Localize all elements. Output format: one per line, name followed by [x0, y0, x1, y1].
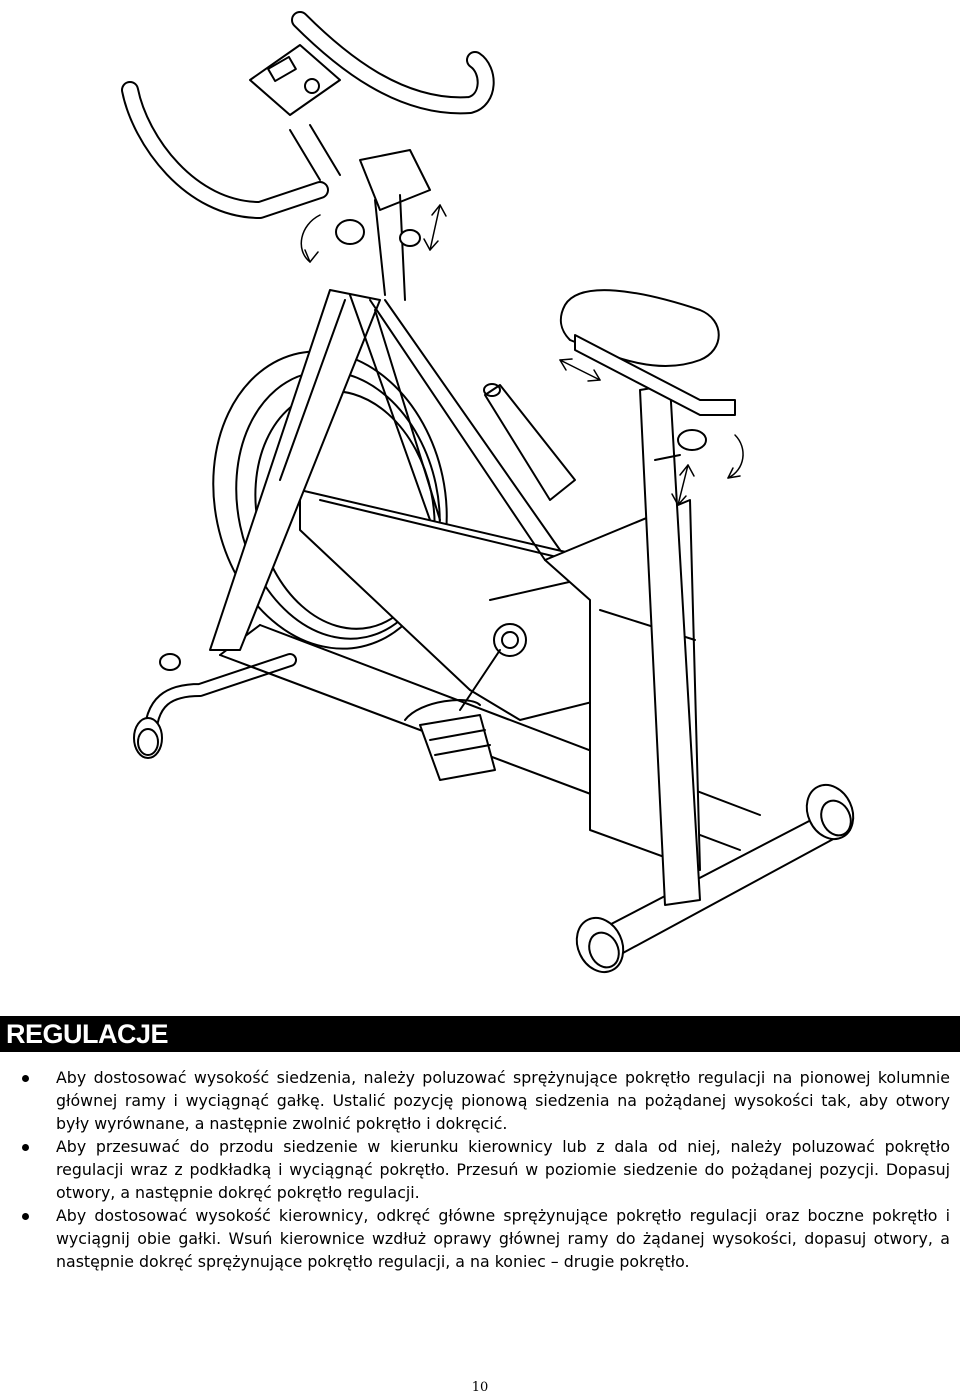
page-number: 10 — [471, 1380, 489, 1395]
top-tube — [369, 299, 561, 561]
list-item: Aby przesuwać do przodu siedzenie w kier… — [22, 1135, 950, 1204]
exercise-bike-illustration — [121, 11, 855, 974]
water-bottle — [483, 383, 576, 501]
list-item: Aby dostosować wysokość siedzenia, należ… — [22, 1066, 950, 1135]
handlebar — [121, 11, 495, 219]
handlebar-stem — [335, 149, 431, 301]
seat — [559, 289, 736, 416]
rear-stabilizer — [575, 783, 855, 974]
bullet-icon — [22, 1213, 29, 1220]
section-title: REGULACJE — [6, 1019, 169, 1049]
front-fork — [209, 289, 441, 651]
instruction-text: Aby dostosować wysokość kierownicy, odkr… — [56, 1206, 950, 1271]
bullet-icon — [22, 1144, 29, 1151]
instruction-text: Aby dostosować wysokość siedzenia, należ… — [56, 1068, 950, 1133]
front-stabilizer — [133, 653, 297, 759]
instruction-list: Aby dostosować wysokość siedzenia, należ… — [22, 1066, 950, 1273]
bullet-icon — [22, 1075, 29, 1082]
pedal-crank — [404, 623, 527, 781]
list-item: Aby dostosować wysokość kierownicy, odkr… — [22, 1204, 950, 1273]
main-frame — [299, 489, 701, 871]
adjustment-arrows — [300, 204, 744, 506]
instruction-text: Aby przesuwać do przodu siedzenie w kier… — [56, 1137, 950, 1202]
section-header-bar — [0, 1016, 960, 1052]
